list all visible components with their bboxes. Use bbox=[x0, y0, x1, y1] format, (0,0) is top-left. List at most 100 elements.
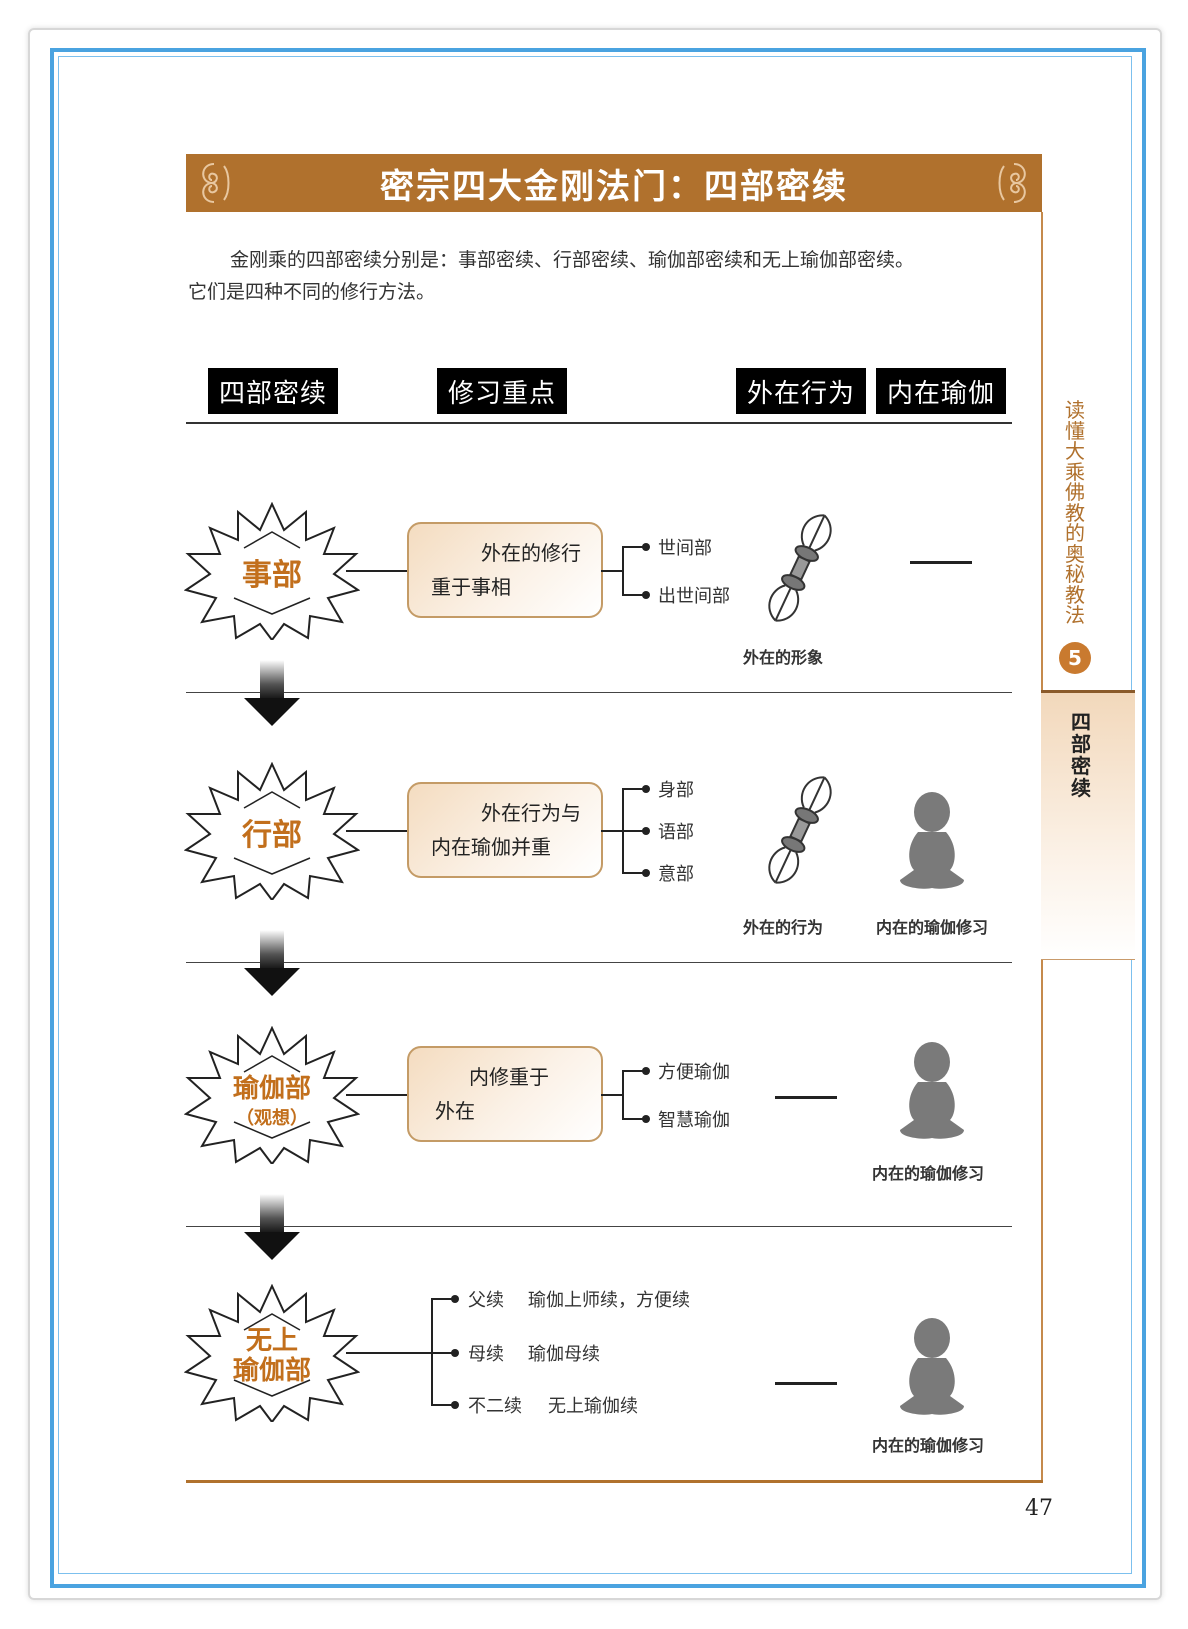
down-arrow-icon bbox=[244, 1194, 300, 1260]
vertical-char: 大 bbox=[1065, 439, 1085, 463]
lotus-carya: 行部 bbox=[183, 761, 361, 902]
bracket-tick bbox=[622, 594, 644, 596]
intro-line-2: 它们是四种不同的修行方法。 bbox=[188, 281, 436, 303]
sidebar-topic-tab[interactable]: 四部密续 bbox=[1041, 690, 1135, 960]
row-name-yoga-sub: （观想） bbox=[236, 1108, 308, 1129]
scroll-ornament-icon bbox=[202, 163, 230, 203]
bracket-tick bbox=[622, 1070, 644, 1072]
header-rule bbox=[186, 422, 1012, 424]
connector bbox=[601, 1094, 623, 1096]
focus-line-1: 外在行为与 bbox=[481, 801, 581, 825]
header-outer-behavior: 外在行为 bbox=[736, 368, 866, 414]
outer-caption: 外在的行为 bbox=[743, 918, 824, 937]
none-dash bbox=[910, 561, 972, 564]
page-number: 47 bbox=[1025, 1496, 1053, 1521]
row-name-yoga: 瑜伽部 bbox=[232, 1074, 311, 1104]
vertical-char: 秘 bbox=[1065, 562, 1085, 586]
connector bbox=[346, 570, 407, 572]
bullet-dot bbox=[451, 1295, 459, 1303]
row-separator bbox=[186, 962, 1012, 963]
bracket-tick bbox=[622, 1118, 644, 1120]
vertical-char: 教 bbox=[1065, 582, 1085, 607]
title-banner: 密宗四大金刚法门：四部密续 bbox=[186, 154, 1042, 212]
sidebar-topic-label: 四部密续 bbox=[1067, 711, 1095, 799]
focus-box-kriya: 外在的修行 重于事相 bbox=[407, 522, 603, 618]
lotus-yoga: 瑜伽部 （观想） bbox=[183, 1025, 361, 1166]
inner-caption: 内在的瑜伽修习 bbox=[872, 1436, 985, 1455]
vertical-char: 的 bbox=[1065, 521, 1085, 545]
bullet-dot bbox=[642, 543, 650, 551]
branch-desc: 瑜伽上师续，方便续 bbox=[528, 1290, 690, 1311]
vertical-char: 教 bbox=[1065, 500, 1085, 525]
page-title: 密宗四大金刚法门：四部密续 bbox=[380, 166, 848, 207]
none-dash bbox=[775, 1382, 837, 1385]
vertical-char: 续 bbox=[1071, 776, 1091, 800]
header-focus: 修习重点 bbox=[437, 368, 567, 414]
bullet-dot bbox=[642, 591, 650, 599]
vertical-char: 佛 bbox=[1065, 480, 1085, 504]
row-name-anuttara-2: 瑜伽部 bbox=[232, 1356, 311, 1386]
outer-caption: 外在的形象 bbox=[743, 648, 824, 667]
vertical-char: 懂 bbox=[1065, 418, 1085, 443]
inner-caption: 内在的瑜伽修习 bbox=[876, 918, 989, 937]
branch-label: 世间部 bbox=[658, 538, 712, 559]
connector bbox=[601, 830, 623, 832]
focus-line-1: 外在的修行 bbox=[481, 541, 581, 565]
vertical-char: 四 bbox=[1071, 710, 1091, 734]
vajra-icon bbox=[768, 776, 832, 884]
content-bottom-rule bbox=[186, 1480, 1043, 1483]
focus-line-2: 外在 bbox=[435, 1099, 475, 1123]
lotus-kriya: 事部 bbox=[183, 501, 361, 642]
connector bbox=[346, 1094, 407, 1096]
bracket-tick bbox=[431, 1352, 453, 1354]
branch-label: 方便瑜伽 bbox=[658, 1062, 730, 1083]
header-tantra: 四部密续 bbox=[208, 368, 338, 414]
branch-label: 身部 bbox=[658, 780, 694, 801]
row-name-anuttara-1: 无上 bbox=[245, 1326, 298, 1356]
connector bbox=[346, 1352, 432, 1354]
bracket-tick bbox=[622, 788, 644, 790]
branch-name: 不二续 bbox=[468, 1396, 522, 1417]
intro-paragraph: 金刚乘的四部密续分别是：事部密续、行部密续、瑜伽部密续和无上瑜伽部密续。 它们是… bbox=[188, 244, 1028, 308]
row-name-kriya: 事部 bbox=[242, 558, 302, 593]
focus-box-carya: 外在行为与 内在瑜伽并重 bbox=[407, 782, 603, 878]
inner-caption: 内在的瑜伽修习 bbox=[872, 1164, 985, 1183]
vertical-char: 奥 bbox=[1065, 541, 1085, 566]
focus-line-1: 内修重于 bbox=[469, 1065, 549, 1089]
chapter-number-badge: 5 bbox=[1059, 642, 1091, 674]
bracket-tick bbox=[431, 1298, 453, 1300]
branch-label: 智慧瑜伽 bbox=[658, 1110, 730, 1131]
meditating-figure-icon bbox=[900, 1318, 964, 1415]
vertical-char: 乘 bbox=[1065, 459, 1085, 484]
branch-name: 父续 bbox=[468, 1290, 504, 1311]
connector bbox=[346, 830, 407, 832]
bracket-line bbox=[622, 546, 624, 596]
connector bbox=[601, 570, 623, 572]
vertical-char: 法 bbox=[1065, 603, 1085, 627]
bracket-tick bbox=[622, 546, 644, 548]
meditating-figure-icon bbox=[900, 792, 964, 889]
down-arrow-icon bbox=[244, 660, 300, 726]
focus-line-2: 重于事相 bbox=[431, 575, 511, 599]
row-separator bbox=[186, 1226, 1012, 1227]
bullet-dot bbox=[642, 869, 650, 877]
bullet-dot bbox=[642, 827, 650, 835]
branch-desc: 无上瑜伽续 bbox=[548, 1396, 638, 1417]
none-dash bbox=[775, 1096, 837, 1099]
bullet-dot bbox=[642, 1067, 650, 1075]
branch-label: 语部 bbox=[658, 822, 694, 843]
bullet-dot bbox=[642, 785, 650, 793]
branch-desc: 瑜伽母续 bbox=[528, 1344, 600, 1365]
vajra-icon bbox=[768, 514, 832, 622]
sidebar-section-title: 读懂大乘佛教的奥秘教法 bbox=[1060, 400, 1090, 626]
page-shadow-border bbox=[28, 28, 1162, 1600]
branch-label: 意部 bbox=[658, 864, 694, 885]
row-name-carya: 行部 bbox=[242, 818, 302, 853]
vertical-char: 密 bbox=[1071, 754, 1091, 778]
down-arrow-icon bbox=[244, 930, 300, 996]
focus-line-2: 内在瑜伽并重 bbox=[431, 835, 551, 859]
vertical-char: 部 bbox=[1071, 732, 1091, 756]
header-inner-yoga: 内在瑜伽 bbox=[876, 368, 1006, 414]
lotus-anuttara: 无上 瑜伽部 bbox=[183, 1283, 361, 1424]
page-frame-outer bbox=[50, 48, 1146, 1588]
